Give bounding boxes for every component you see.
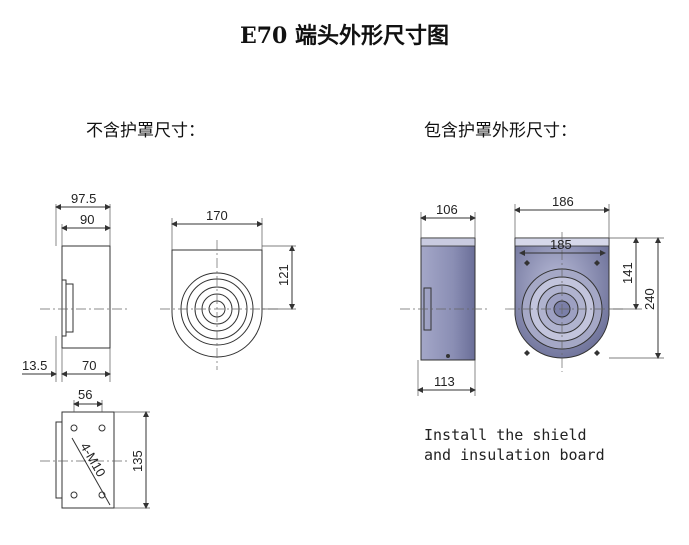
dim-13-5: 13.5 [22,358,47,373]
note-line-1: Install the shield [424,426,587,444]
front-view-shield: 186 185 141 240 [505,194,664,372]
dim-240: 240 [642,288,657,310]
dim-185: 185 [550,237,572,252]
dim-97-5: 97.5 [71,191,96,206]
dim-170: 170 [206,208,228,223]
dim-141: 141 [620,262,635,284]
side-view-no-shield: 97.5 90 13.5 70 [22,191,130,382]
dim-186: 186 [552,194,574,209]
note-line-2: and insulation board [424,446,605,464]
front-view-no-shield: 170 121 [160,208,296,370]
mounting-view: 4-M10 56 135 [40,387,150,509]
dim-121: 121 [276,264,291,286]
dim-4-m10: 4-M10 [77,440,108,479]
left-heading: 不含护罩尺寸： [86,121,205,141]
dim-90: 90 [80,212,94,227]
dim-135: 135 [130,450,145,472]
dim-113: 113 [434,374,455,389]
right-heading: 包含护罩外形尺寸： [424,121,577,141]
dim-56: 56 [78,387,92,402]
page-title: E70 端头外形尺寸图 [239,23,450,49]
dim-70: 70 [82,358,96,373]
dim-106: 106 [436,202,458,217]
side-view-shield: 106 113 [400,202,490,396]
